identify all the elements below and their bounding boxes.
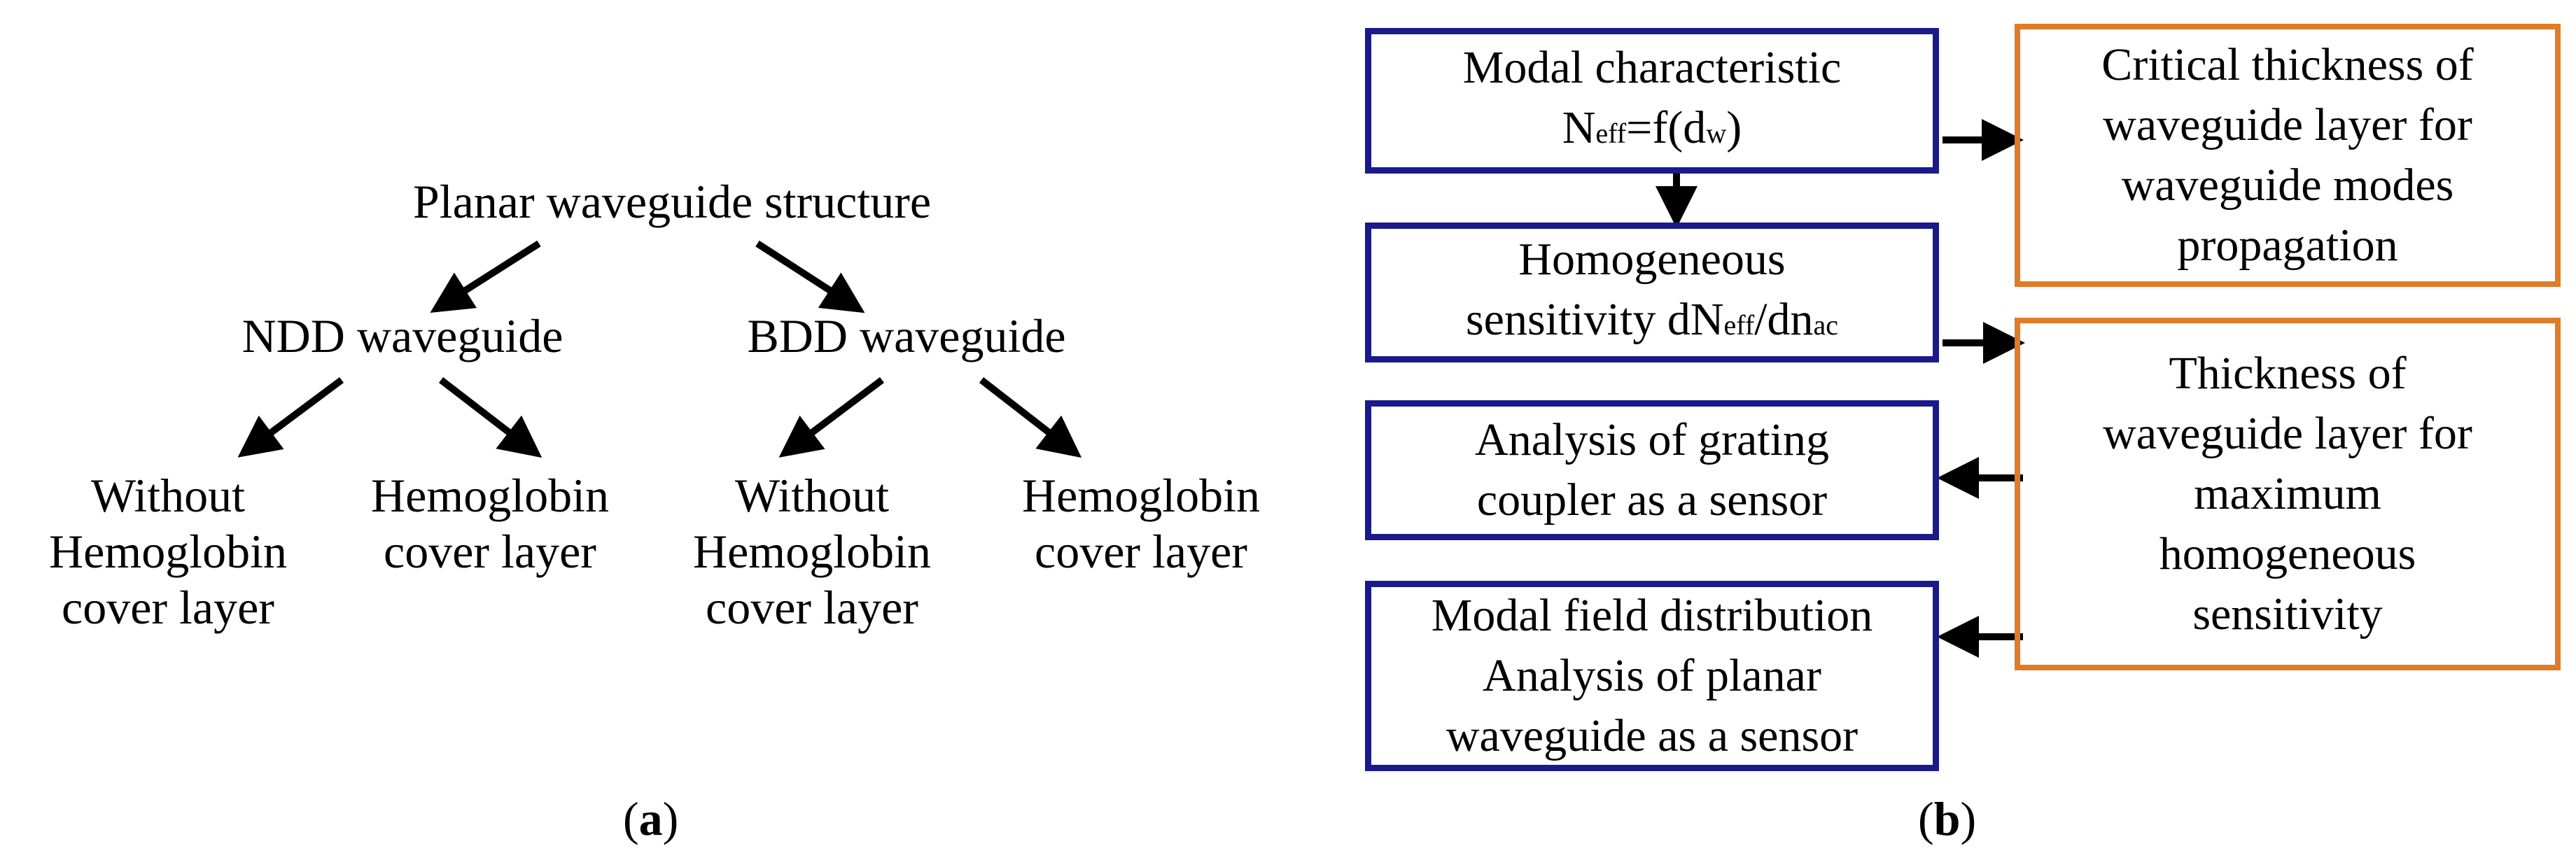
caption-b: (b)	[1918, 792, 1977, 845]
thickness-maximum-sensitivity-box: Thickness of waveguide layer for maximum…	[2015, 318, 2561, 670]
bdd-without-hemoglobin-label: Without Hemoglobin cover layer	[693, 469, 931, 634]
ndd-hemoglobin-label: Hemoglobin cover layer	[371, 469, 609, 578]
bdd-hemoglobin-label: Hemoglobin cover layer	[1022, 469, 1260, 578]
arrow-ndd-to-hemoglobin	[438, 377, 542, 458]
homogeneous-sensitivity-box: Homogeneous sensitivity dNeff/dnac	[1365, 223, 1939, 362]
arrow-ndd-to-without	[237, 376, 344, 458]
ndd-without-hemoglobin-label: Without Hemoglobin cover layer	[49, 469, 287, 634]
grating-coupler-analysis-box: Analysis of grating coupler as a sensor	[1365, 400, 1939, 540]
critical-thickness-box: Critical thickness of waveguide layer fo…	[2015, 24, 2561, 287]
caption-a: (a)	[623, 792, 679, 845]
bdd-waveguide-label: BDD waveguide	[747, 309, 1066, 362]
arrow-bdd-to-hemoglobin	[979, 377, 1082, 458]
arrow-root-to-ndd	[430, 240, 541, 313]
arrow-bdd-to-without	[778, 377, 885, 458]
arrow-root-to-bdd	[755, 240, 865, 313]
modal-characteristic-box: Modal characteristic Neff=f(dw)	[1365, 28, 1939, 174]
modal-field-distribution-box: Modal field distribution Analysis of pla…	[1365, 581, 1939, 771]
ndd-waveguide-label: NDD waveguide	[241, 309, 564, 362]
root-label: Planar waveguide structure	[412, 175, 932, 228]
